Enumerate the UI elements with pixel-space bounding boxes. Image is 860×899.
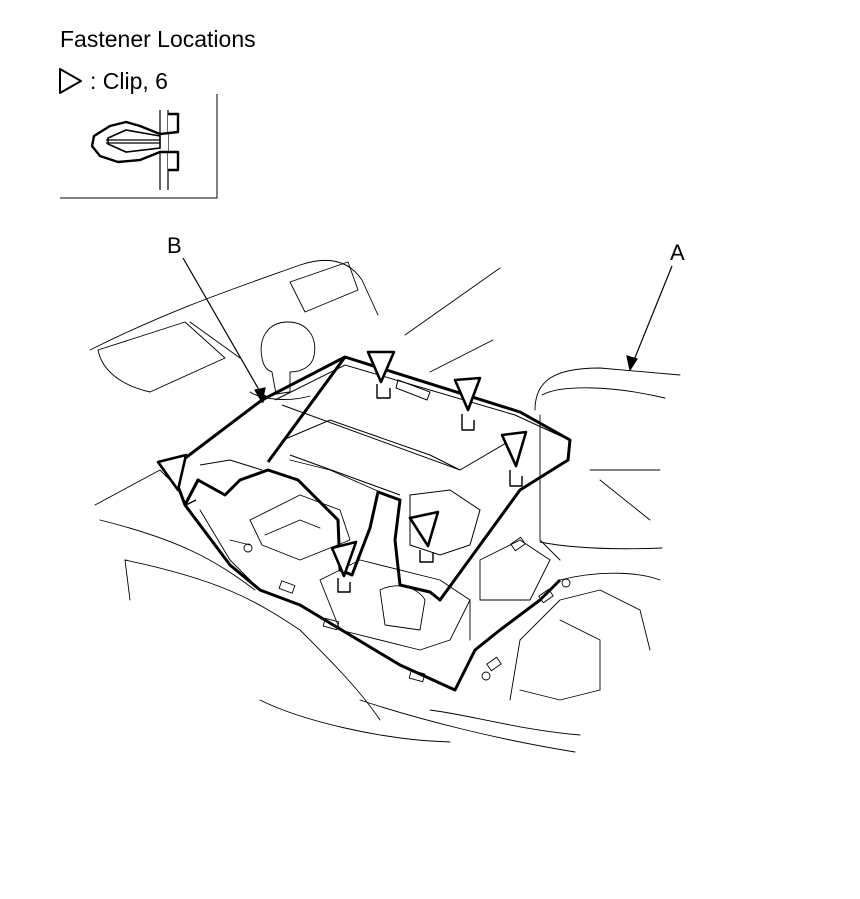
clip-legend-text: : Clip, 6 bbox=[90, 67, 168, 94]
leader-arrow-a bbox=[626, 355, 638, 372]
clip-marker-3 bbox=[500, 430, 528, 487]
callout-a: A bbox=[670, 240, 685, 265]
clip-detail-inset bbox=[60, 94, 218, 199]
clip-marker-4 bbox=[408, 510, 440, 563]
clip-legend: : Clip, 6 bbox=[58, 66, 168, 96]
console-lower-outline bbox=[183, 504, 562, 692]
callout-b: B bbox=[167, 233, 182, 258]
console-panel-b-detail bbox=[199, 364, 566, 556]
leader-line-a bbox=[631, 265, 673, 366]
clip-marker-5 bbox=[330, 540, 358, 593]
clip-markers bbox=[156, 350, 528, 593]
leader-line-b bbox=[182, 257, 263, 396]
clip-marker-2 bbox=[453, 376, 482, 431]
diagram-title: Fastener Locations bbox=[60, 26, 256, 52]
leader-arrow-b bbox=[254, 387, 266, 404]
clip-marker-6 bbox=[156, 453, 197, 506]
leader-lines bbox=[182, 257, 673, 404]
background-structure bbox=[89, 259, 681, 753]
triangle-outline-icon bbox=[59, 68, 82, 94]
clip-marker-1 bbox=[366, 350, 396, 399]
